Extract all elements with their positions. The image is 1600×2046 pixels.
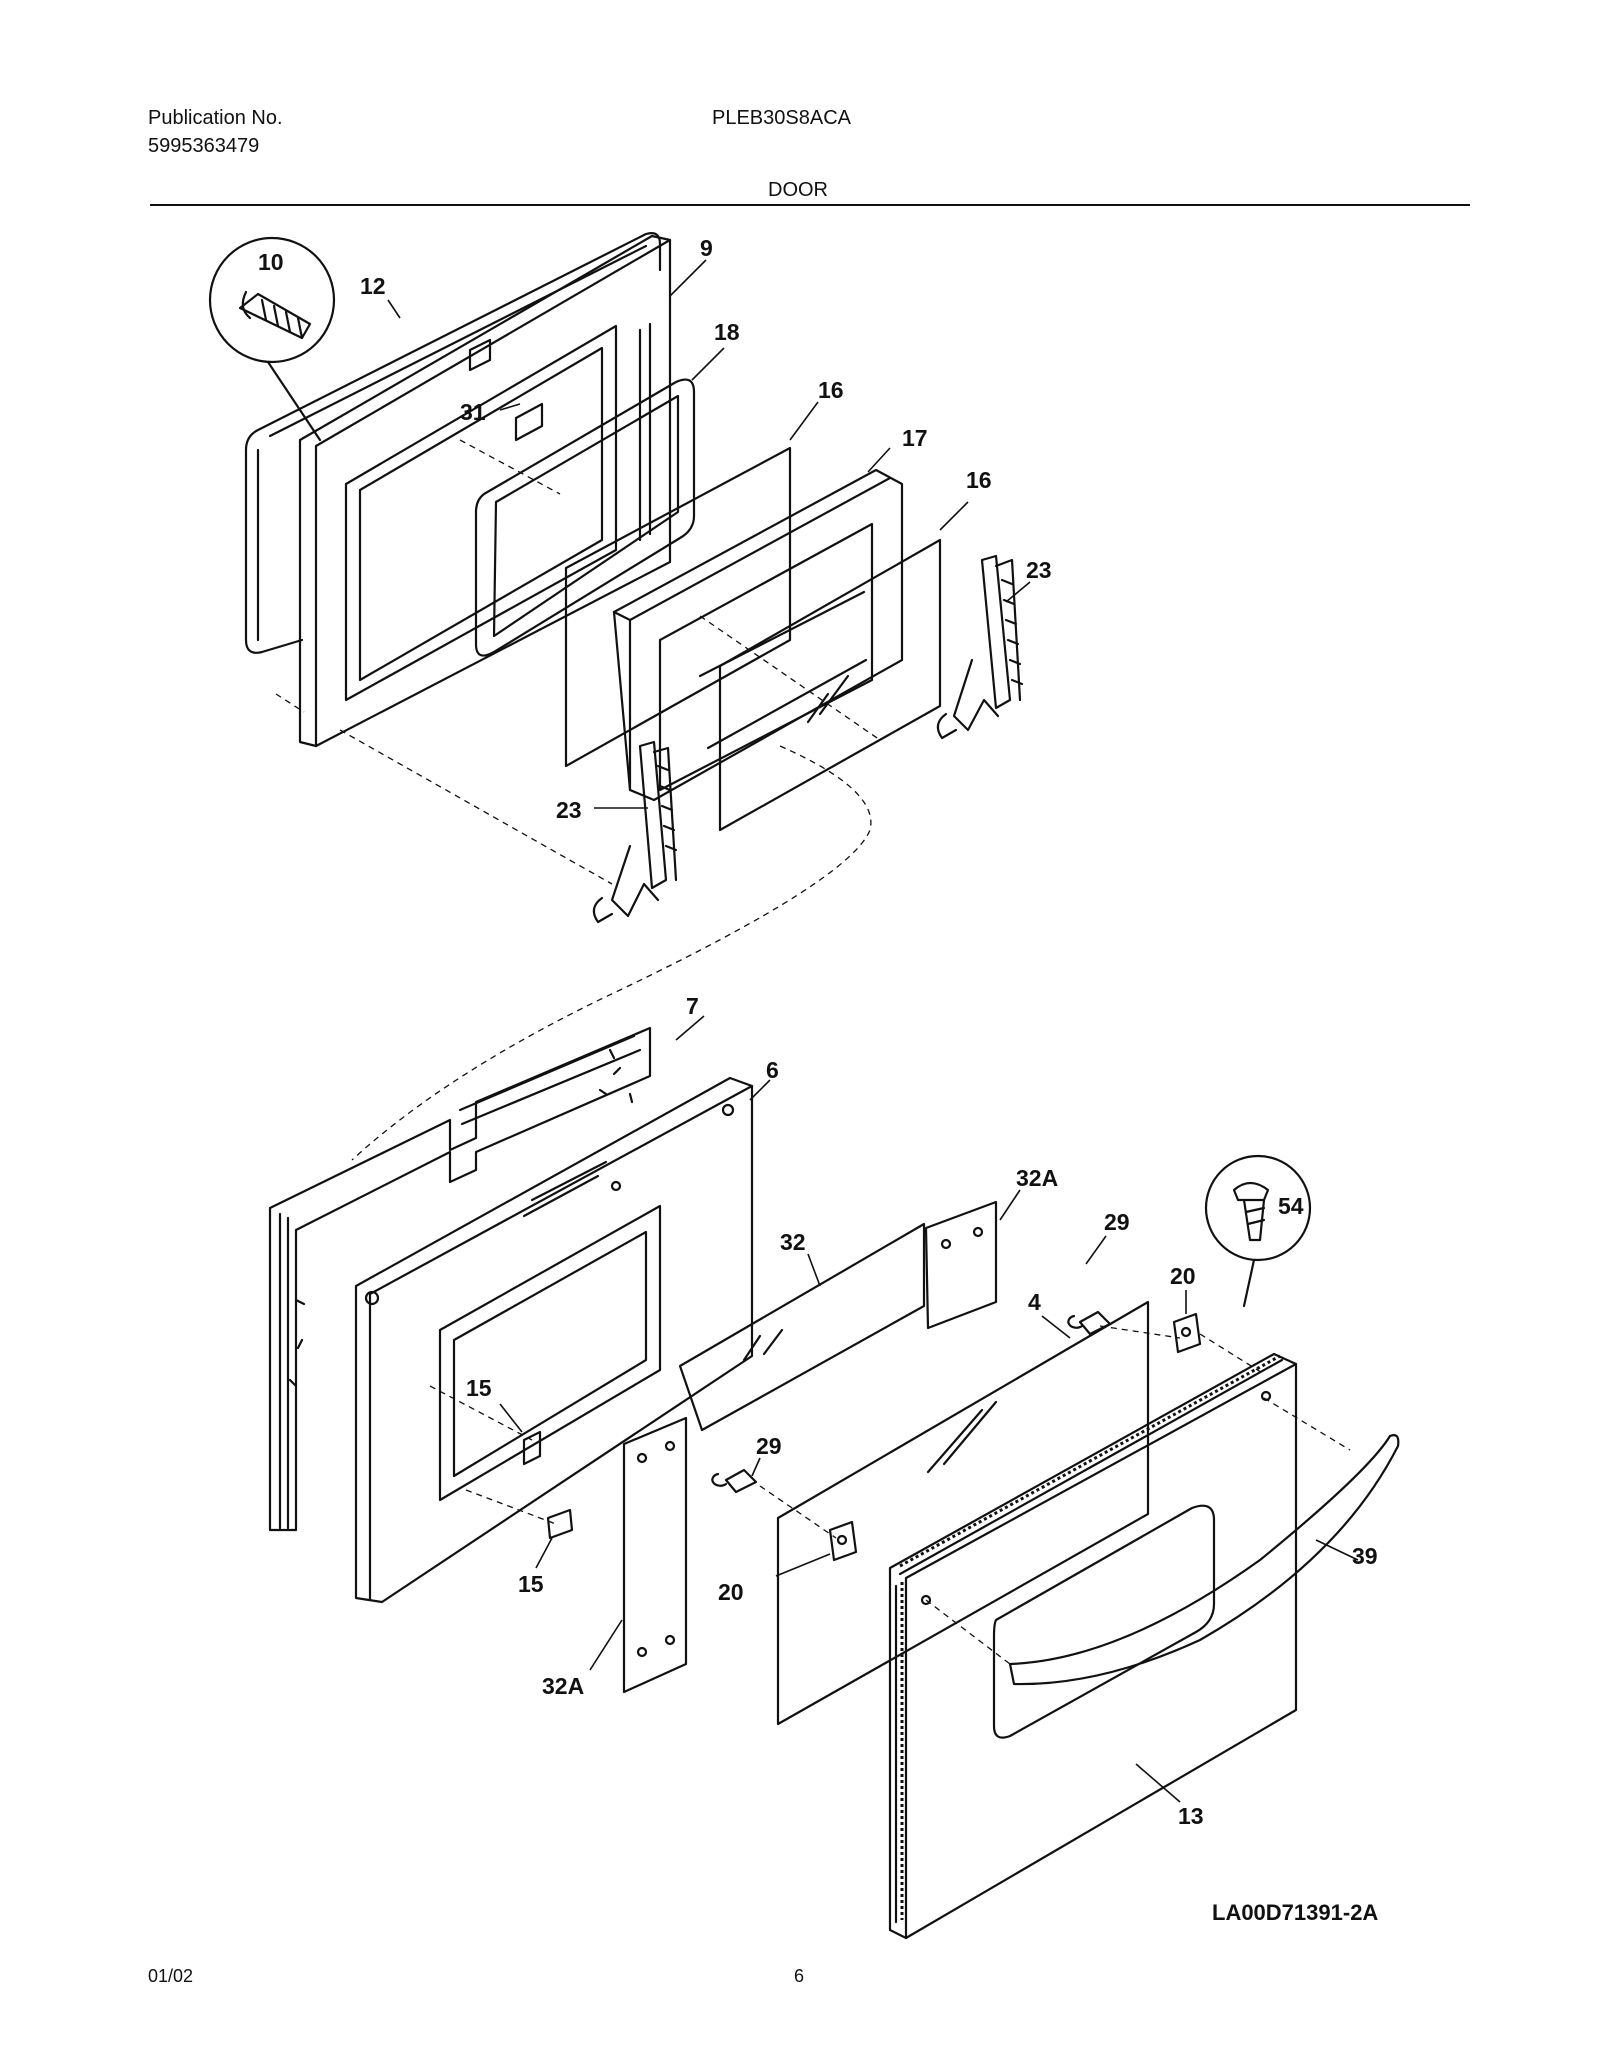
screw-10-icon [208,236,336,364]
callout-32: 32 [780,1229,806,1255]
clip-15-lower [546,1508,574,1540]
outer-panel-13 [888,1352,1298,1940]
glass-32A-upper [924,1200,998,1330]
callout-31: 31 [460,399,486,425]
callout-20-lower: 20 [718,1579,744,1605]
callout-29-lower: 29 [756,1433,782,1459]
glass-32 [678,1222,926,1432]
door-liner-9 [298,234,672,748]
clip-15-upper [522,1430,542,1466]
glass-4 [776,1300,1150,1726]
callout-32A-lower: 32A [542,1673,584,1699]
page-number: 6 [794,1966,805,1986]
callout-54: 54 [1278,1193,1304,1219]
callout-23-left: 23 [556,797,582,823]
callout-4: 4 [1028,1289,1041,1315]
screw-54-icon [1204,1154,1312,1262]
handle-39 [1008,1434,1400,1686]
glass-32A-lower [622,1416,688,1694]
section-title: DOOR [768,179,828,201]
glass-16-front [718,538,942,832]
callout-7: 7 [686,993,699,1019]
gasket-12 [244,232,662,654]
callout-12: 12 [360,273,386,299]
bracket-20-upper [1172,1312,1202,1354]
callout-6: 6 [766,1057,779,1083]
hinge-23-right [936,554,1024,740]
pin-29-lower [711,1468,758,1494]
callout-15-upper: 15 [466,1375,492,1401]
insulation-7 [268,1026,652,1532]
hinge-23-left [592,740,678,924]
callout-10: 10 [258,249,284,275]
callout-16-upper: 16 [818,377,844,403]
callout-39: 39 [1352,1543,1378,1569]
model-number: PLEB30S8ACA [712,107,851,129]
publication-label: Publication No. [148,107,283,129]
pin-29-upper [1067,1310,1112,1336]
callout-16-lower: 16 [966,467,992,493]
callout-20-upper: 20 [1170,1263,1196,1289]
header-rule [150,204,1470,206]
callouts: 10 12 9 18 31 16 17 16 23 23 7 6 32A 29 … [258,235,1378,1829]
callout-9: 9 [700,235,713,261]
bracket-20-lower [828,1520,858,1562]
inner-gasket-18 [474,378,696,657]
publication-number: 5995363479 [148,135,260,157]
callout-32A-upper: 32A [1016,1165,1058,1191]
drawing-code: LA00D71391-2A [1212,1900,1379,1925]
callout-17: 17 [902,425,928,451]
callout-23-right: 23 [1026,557,1052,583]
callout-15-lower: 15 [518,1571,544,1597]
glass-16-rear [564,446,792,768]
callout-13: 13 [1178,1803,1204,1829]
callout-29-upper: 29 [1104,1209,1130,1235]
footer-date: 01/02 [148,1966,194,1986]
callout-18: 18 [714,319,740,345]
door-frame-6 [354,1076,754,1604]
